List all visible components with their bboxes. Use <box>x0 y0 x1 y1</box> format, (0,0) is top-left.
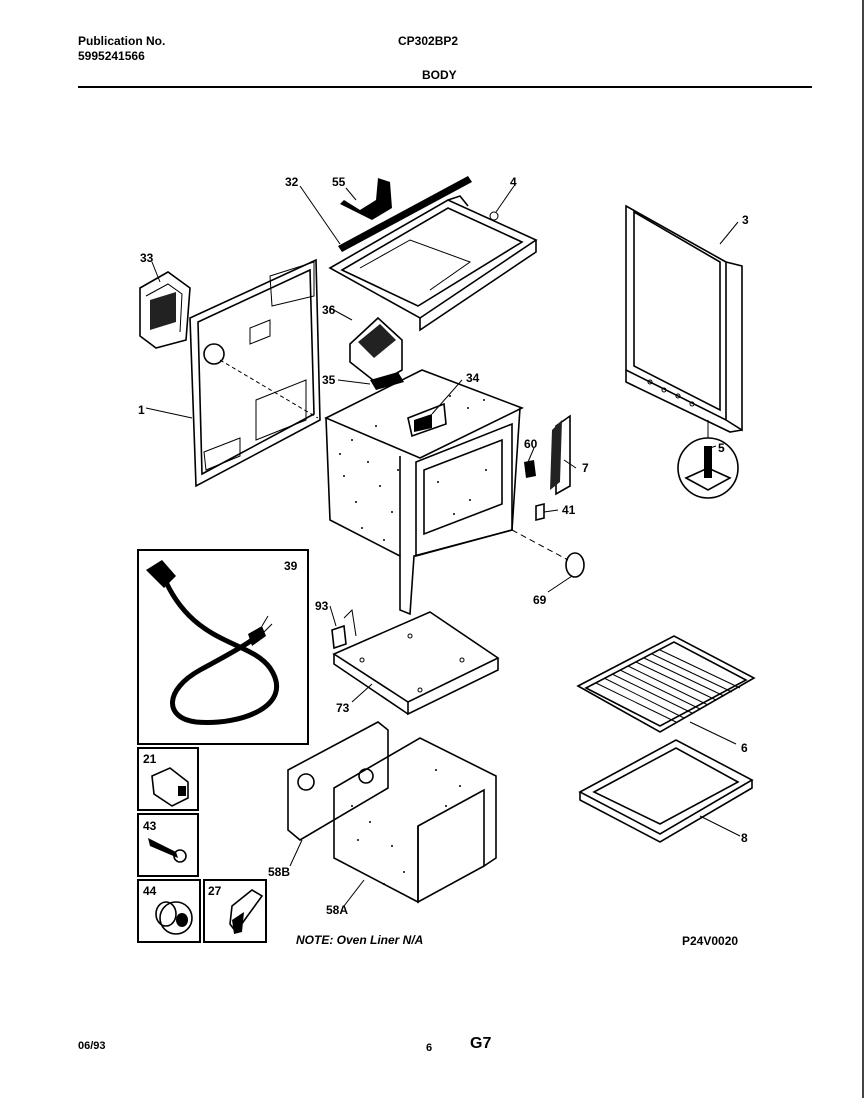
footer-code: G7 <box>470 1035 492 1052</box>
callout-4: 4 <box>510 175 517 189</box>
callout-3: 3 <box>742 213 749 227</box>
switch-93-part <box>331 608 357 650</box>
oven-rack-part <box>576 635 756 733</box>
bracket-33-part <box>139 271 191 349</box>
broiler-pan-part <box>578 739 754 843</box>
callout-73: 73 <box>336 701 350 715</box>
callout-58b: 58B <box>268 865 290 879</box>
box-43 <box>137 813 199 877</box>
part-44-knob <box>155 901 193 935</box>
model-number: CP302BP2 <box>398 34 459 48</box>
callout-1: 1 <box>138 403 145 417</box>
leader-lines <box>145 185 741 907</box>
part-27-clip <box>229 889 264 934</box>
lower-frame-58a-part <box>333 737 497 904</box>
callout-43: 43 <box>143 819 157 833</box>
hinge-60-part <box>524 460 536 478</box>
header-rule <box>78 86 812 88</box>
bracket-35-part <box>370 372 404 390</box>
callout-6: 6 <box>741 741 748 755</box>
clip-41-part <box>535 502 545 522</box>
callout-32: 32 <box>285 175 299 189</box>
publication-number: 5995241566 <box>78 49 145 63</box>
callout-33: 33 <box>140 251 154 265</box>
trim-strip-part <box>338 176 472 252</box>
footer-page: 6 <box>426 1042 433 1054</box>
page-edge <box>862 0 864 1098</box>
callout-58a: 58A <box>326 903 348 917</box>
top-panel-part <box>328 195 538 332</box>
box-21 <box>137 747 199 811</box>
callout-7: 7 <box>582 461 589 475</box>
power-cord-part <box>146 560 280 725</box>
diagram-code: P24V0020 <box>682 934 738 948</box>
bracket-55-part <box>340 178 392 220</box>
callout-5: 5 <box>718 441 725 455</box>
part-21-grommet <box>151 767 189 807</box>
bracket-34-part <box>407 402 447 438</box>
callout-60: 60 <box>524 437 538 451</box>
main-body-frame <box>324 369 569 616</box>
footer-date: 06/93 <box>78 1040 106 1052</box>
callout-34: 34 <box>466 371 480 385</box>
callout-35: 35 <box>322 373 336 387</box>
hinge-7-part <box>550 414 571 496</box>
side-panel-part <box>625 204 743 433</box>
callout-39: 39 <box>284 559 298 573</box>
power-cord-box <box>137 549 309 745</box>
section-title: BODY <box>422 68 457 82</box>
callout-41: 41 <box>562 503 576 517</box>
callout-21: 21 <box>143 752 157 766</box>
callout-69: 69 <box>533 593 547 607</box>
callout-93: 93 <box>315 599 329 613</box>
bottom-plate-part <box>332 611 500 716</box>
oven-liner-note: NOTE: Oven Liner N/A <box>296 933 423 947</box>
publication-label: Publication No. <box>78 34 166 48</box>
part-43-screw <box>148 838 187 863</box>
callout-8: 8 <box>741 831 748 845</box>
plug-69-part <box>565 552 585 578</box>
leveling-leg-part <box>677 420 739 499</box>
back-panel-part <box>189 258 321 488</box>
callout-36: 36 <box>322 303 336 317</box>
callout-55: 55 <box>332 175 346 189</box>
kick-panel-58b-part <box>287 721 389 841</box>
callout-27: 27 <box>208 884 222 898</box>
callout-44: 44 <box>143 884 157 898</box>
duct-36-part <box>349 316 403 385</box>
